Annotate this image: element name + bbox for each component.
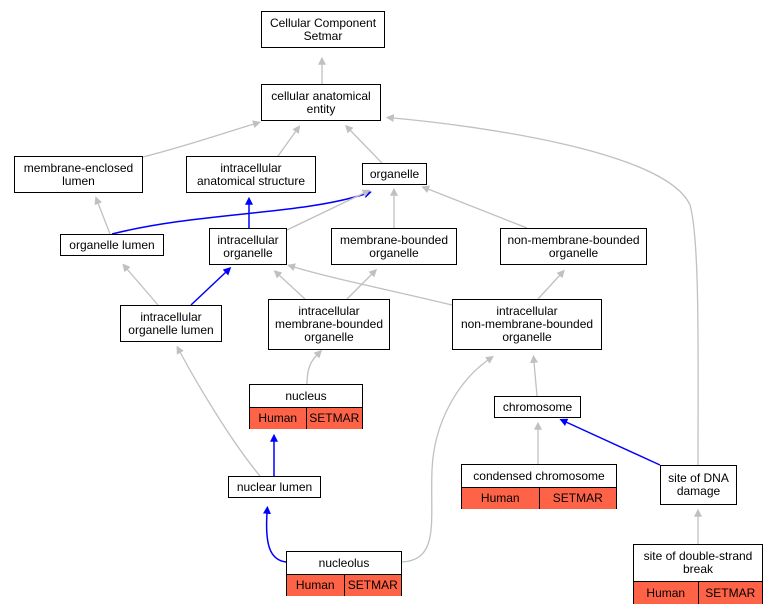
node-non-membrane-bounded-organelle[interactable]: non-membrane-bounded organelle [500,228,647,265]
edge-organelle-lumen-to-organelle [111,190,372,235]
species-cell: Human [480,491,520,505]
node-label: intracellular membrane-bounded organelle [274,304,384,344]
node-label: site of DNA damage [668,471,729,498]
node-intracellular-membrane-bounded-organelle[interactable]: intracellular membrane-bounded organelle [268,299,390,350]
edge-nucleolus-to-intracellular-non-membrane-bounded-organelle [401,355,494,563]
edge-membrane-enclosed-lumen-to-cellular-anatomical-entity [142,120,261,158]
node-label: Cellular Component Setmar [269,15,377,43]
edge-organelle-lumen-to-membrane-enclosed-lumen [94,196,111,235]
node-label: site of double-strand break [634,545,762,582]
node-nuclear-lumen[interactable]: nuclear lumen [228,476,321,498]
species-cell: Human [295,578,335,592]
species-cell: Human [646,585,686,600]
edge-nucleolus-to-nuclear-lumen [262,505,287,563]
edge-intracellular-membrane-bounded-organelle-to-membrane-bounded-organelle [346,268,378,300]
edge-nuclear-lumen-to-intracellular-organelle-lumen [176,345,261,477]
annotation-row: Human SETMAR [287,575,401,596]
node-label: intracellular organelle [217,232,279,260]
node-label: nuclear lumen [236,479,313,494]
node-intracellular-organelle-lumen[interactable]: intracellular organelle lumen [120,305,222,342]
node-label: non-membrane-bounded organelle [507,232,640,260]
node-organelle-lumen[interactable]: organelle lumen [60,234,164,256]
edge-site-of-dna-damage-to-cellular-anatomical-entity [385,114,699,466]
edge-intracellular-organelle-to-organelle [286,189,371,231]
node-intracellular-organelle[interactable]: intracellular organelle [209,228,287,265]
edge-non-membrane-bounded-organelle-to-organelle [421,185,528,229]
edge-site-of-dna-damage-to-chromosome [559,418,661,466]
node-condensed-chromosome[interactable]: condensed chromosome Human SETMAR [461,464,617,509]
edge-intracellular-non-membrane-bounded-organelle-to-non-membrane-bounded-organelle [537,269,565,300]
edge-nucleus-to-intracellular-membrane-bounded-organelle [306,349,323,385]
edge-intracellular-non-membrane-bounded-organelle-to-intracellular-organelle [287,263,453,306]
gene-cell: SETMAR [305,408,363,429]
node-label: intracellular non-membrane-bounded organ… [460,304,594,344]
gene-cell: SETMAR [343,575,402,596]
node-cellular-anatomical-entity[interactable]: cellular anatomical entity [261,84,381,121]
gene-cell: SETMAR [538,488,617,509]
annotation-row: Human SETMAR [462,488,616,509]
node-nucleolus[interactable]: nucleolus Human SETMAR [286,551,402,596]
node-label: organelle [369,166,420,181]
edge-intracellular-anatomical-structure-to-cellular-anatomical-entity [277,125,301,157]
node-nucleus[interactable]: nucleus Human SETMAR [249,384,363,429]
node-label: intracellular organelle lumen [128,309,214,337]
species-cell: Human [258,411,298,425]
node-label: chromosome [502,399,573,414]
node-chromosome[interactable]: chromosome [494,396,581,418]
node-label: nucleus [250,385,362,408]
edge-chromosome-to-intracellular-non-membrane-bounded-organelle [530,354,539,397]
node-cellular-component-setmar[interactable]: Cellular Component Setmar [261,11,385,48]
gene-cell: SETMAR [697,582,763,604]
edge-intracellular-organelle-lumen-to-intracellular-organelle [190,267,232,306]
node-membrane-bounded-organelle[interactable]: membrane-bounded organelle [331,228,457,265]
node-label: nucleolus [287,552,401,575]
node-label: membrane-enclosed lumen [23,160,134,188]
annotation-row: Human SETMAR [634,582,762,604]
edge-intracellular-membrane-bounded-organelle-to-intracellular-organelle [273,270,306,300]
node-membrane-enclosed-lumen[interactable]: membrane-enclosed lumen [14,156,143,193]
node-intracellular-non-membrane-bounded-organelle[interactable]: intracellular non-membrane-bounded organ… [452,299,602,350]
node-site-of-double-strand-break[interactable]: site of double-strand break Human SETMAR [633,544,763,604]
node-label: organelle lumen [69,237,155,252]
annotation-row: Human SETMAR [250,408,362,429]
node-organelle[interactable]: organelle [362,163,427,185]
node-label: cellular anatomical entity [271,88,371,116]
node-label: intracellular anatomical structure [196,160,306,188]
node-site-of-dna-damage[interactable]: site of DNA damage [660,465,737,505]
node-label: condensed chromosome [462,465,616,488]
edge-organelle-to-cellular-anatomical-entity [344,124,383,164]
edge-intracellular-organelle-lumen-to-organelle-lumen [122,263,159,306]
node-label: membrane-bounded organelle [339,232,449,260]
node-intracellular-anatomical-structure[interactable]: intracellular anatomical structure [186,156,316,193]
